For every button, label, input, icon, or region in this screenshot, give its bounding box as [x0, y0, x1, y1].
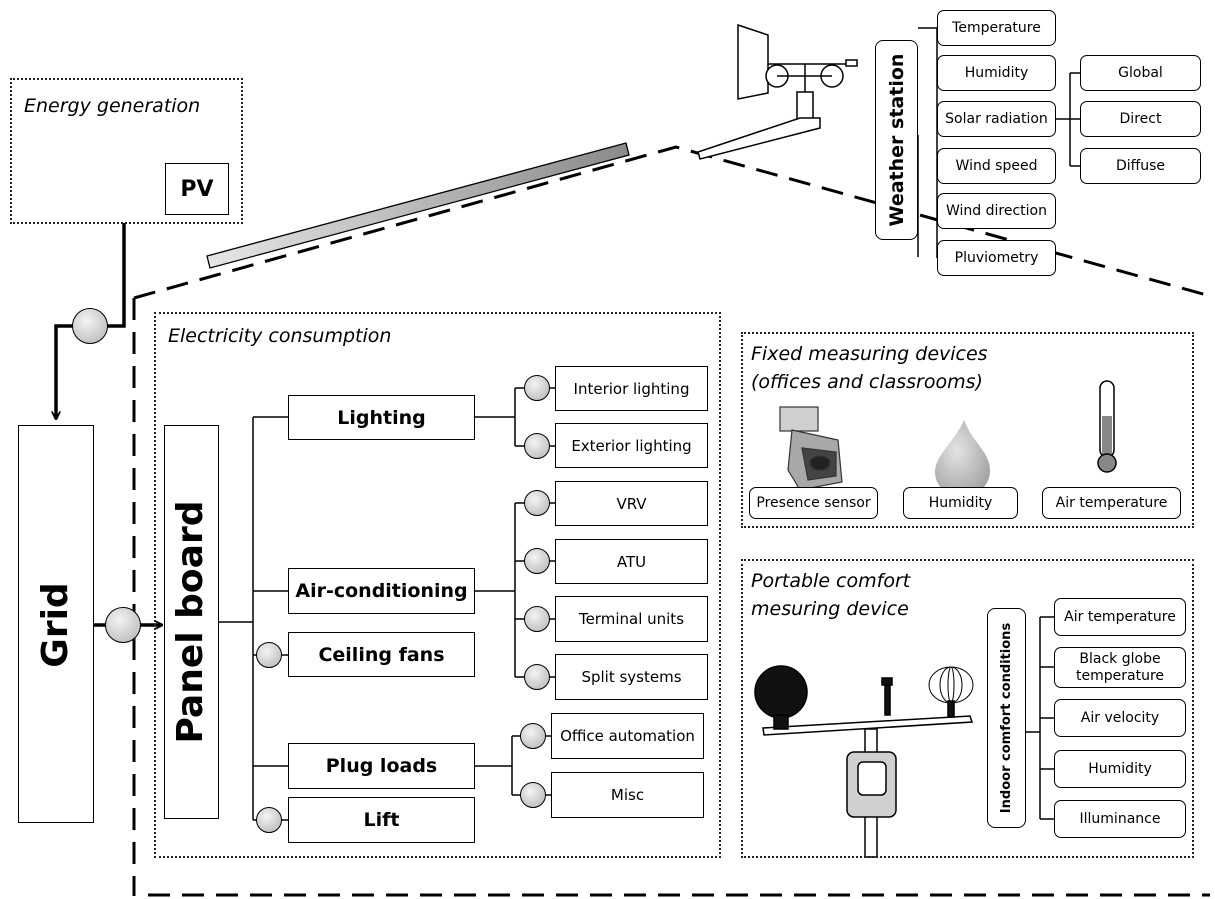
ceiling-fans-box: Ceiling fans: [288, 632, 475, 677]
meter-split-systems: [524, 664, 550, 690]
panel-board-label: Panel board: [170, 500, 211, 744]
meter-interior-lighting: [524, 375, 550, 401]
comfort-meter-icon: [754, 665, 974, 858]
interior-lighting-box: Interior lighting: [555, 366, 708, 411]
lift-box: Lift: [288, 797, 475, 843]
terminal-units-box: Terminal units: [555, 596, 708, 642]
energy-generation-title: Energy generation: [24, 95, 201, 117]
meter-lift: [256, 807, 282, 833]
weather-solar-radiation-box: Solar radiation: [937, 101, 1056, 137]
portable-humidity-box: Humidity: [1054, 750, 1186, 788]
pv-panel-icon: [206, 142, 630, 269]
office-automation-box: Office automation: [551, 713, 704, 759]
fixed-devices-title-line2: (offices and classrooms): [751, 371, 983, 393]
weather-station-label: Weather station: [886, 53, 908, 227]
fixed-devices-region: Fixed measuring devices (offices and cla…: [741, 332, 1194, 528]
fixed-air-temperature-box: Air temperature: [1042, 487, 1181, 519]
air-velocity-box: Air velocity: [1054, 699, 1186, 737]
lighting-box: Lighting: [288, 395, 475, 440]
grid-label: Grid: [35, 582, 76, 668]
grid-box: [18, 425, 94, 823]
solar-direct-box: Direct: [1080, 101, 1201, 137]
presence-sensor-box: Presence sensor: [749, 487, 878, 519]
fixed-devices-title-line1: Fixed measuring devices: [751, 343, 988, 365]
meter-atu: [524, 548, 550, 574]
exterior-lighting-box: Exterior lighting: [555, 423, 708, 468]
portable-air-temperature-box: Air temperature: [1054, 598, 1186, 636]
meter-terminal-units: [524, 606, 550, 632]
weather-wind-speed-box: Wind speed: [937, 148, 1056, 184]
meter-office-automation: [520, 723, 546, 749]
black-globe-temperature-box: Black globe temperature: [1054, 647, 1186, 688]
humidity-drop-icon: [935, 420, 990, 496]
panel-board-box: [164, 425, 219, 819]
split-systems-box: Split systems: [555, 654, 708, 700]
fixed-humidity-box: Humidity: [903, 487, 1018, 519]
weather-station-box: [875, 40, 918, 240]
solar-diffuse-box: Diffuse: [1080, 148, 1201, 184]
weather-temperature-box: Temperature: [937, 10, 1056, 46]
meter-vrv: [524, 490, 550, 516]
thermometer-icon: [1097, 380, 1117, 473]
weather-vane-icon: [697, 23, 858, 160]
meter-exterior-lighting: [524, 433, 550, 459]
solar-global-box: Global: [1080, 55, 1201, 91]
atu-box: ATU: [555, 539, 708, 584]
indoor-comfort-box: [987, 608, 1026, 828]
air-conditioning-box: Air-conditioning: [288, 568, 475, 614]
indoor-comfort-label: Indoor comfort conditions: [999, 622, 1014, 814]
presence-sensor-icon: [779, 406, 843, 491]
plug-loads-box: Plug loads: [288, 743, 475, 789]
meter-grid: [105, 607, 141, 643]
pv-box: PV: [165, 163, 229, 215]
vrv-box: VRV: [555, 481, 708, 526]
portable-device-title-line2: mesuring device: [751, 598, 909, 620]
energy-generation-region: Energy generation: [10, 78, 243, 224]
weather-pluviometry-box: Pluviometry: [937, 240, 1056, 276]
weather-wind-direction-box: Wind direction: [937, 193, 1056, 229]
meter-misc: [520, 782, 546, 808]
electricity-consumption-region: Electricity consumption: [154, 312, 721, 858]
portable-device-region: Portable comfort mesuring device: [741, 559, 1194, 858]
portable-device-title-line1: Portable comfort: [751, 570, 911, 592]
weather-humidity-box: Humidity: [937, 55, 1056, 91]
meter-ceiling-fans: [256, 642, 282, 668]
illuminance-box: Illuminance: [1054, 800, 1186, 838]
misc-box: Misc: [551, 772, 704, 818]
electricity-consumption-title: Electricity consumption: [168, 325, 392, 347]
meter-generation: [72, 308, 108, 344]
